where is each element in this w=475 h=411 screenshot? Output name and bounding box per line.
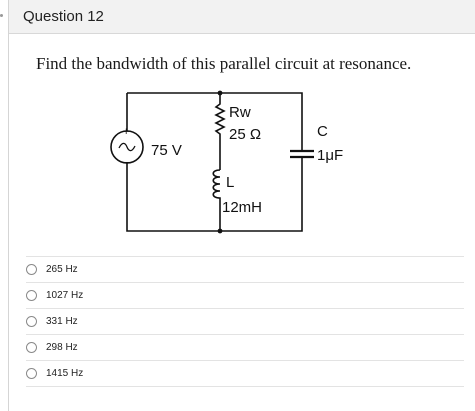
capacitor-value-label: 1μF <box>317 147 343 164</box>
resistor-name-label: Rw <box>229 104 251 121</box>
radio-button-1[interactable] <box>26 263 37 275</box>
radio-button-4[interactable] <box>26 341 37 353</box>
option-divider <box>26 282 464 283</box>
resistor-value-label: 25 Ω <box>229 126 261 143</box>
circuit-wires <box>110 92 314 232</box>
junction-dot-top <box>217 90 223 96</box>
voltage-source-symbol <box>110 130 144 164</box>
capacitor-name-label: C <box>317 123 328 140</box>
inductor-name-label: L <box>226 174 234 191</box>
inductor-value-label: 12mH <box>222 199 262 216</box>
radio-button-5[interactable] <box>26 367 37 379</box>
question-header: Question 12 <box>9 0 475 34</box>
radio-button-2[interactable] <box>26 289 37 301</box>
question-title: Question 12 <box>23 8 104 25</box>
top-wire <box>127 92 303 140</box>
ac-wave-icon <box>118 142 136 152</box>
resistor-symbol <box>214 93 226 170</box>
option-divider <box>26 256 464 257</box>
capacitor-symbol <box>290 149 314 159</box>
answer-option-label-3: 331 Hz <box>46 315 78 327</box>
option-divider <box>26 360 464 361</box>
question-prompt: Find the bandwidth of this parallel circ… <box>36 54 412 73</box>
junction-dot-bottom <box>217 228 223 234</box>
answer-option-4[interactable]: 298 Hz <box>26 338 78 356</box>
answer-option-2[interactable]: 1027 Hz <box>26 286 83 304</box>
answer-option-1[interactable]: 265 Hz <box>26 260 78 278</box>
answer-option-5[interactable]: 1415 Hz <box>26 364 83 382</box>
source-minus-sign: − <box>123 157 129 169</box>
answer-option-3[interactable]: 331 Hz <box>26 312 78 330</box>
source-voltage-label: 75 V <box>151 142 182 159</box>
option-divider <box>26 386 464 387</box>
radio-button-3[interactable] <box>26 315 37 327</box>
answer-option-label-2: 1027 Hz <box>46 289 84 301</box>
source-plus-sign: + <box>123 126 129 138</box>
answer-option-label-5: 1415 Hz <box>46 367 84 379</box>
left-margin-marker <box>0 14 3 17</box>
circuit-diagram: + − 75 V Rw 25 Ω L 12mH C 1μF <box>110 90 343 234</box>
option-divider <box>26 308 464 309</box>
answer-option-label-1: 265 Hz <box>46 263 78 275</box>
answer-option-label-4: 298 Hz <box>46 341 78 353</box>
inductor-symbol <box>212 169 221 231</box>
bottom-wire <box>126 163 303 232</box>
option-divider <box>26 334 464 335</box>
question-card: Question 12 Find the bandwidth of this p… <box>8 0 475 411</box>
